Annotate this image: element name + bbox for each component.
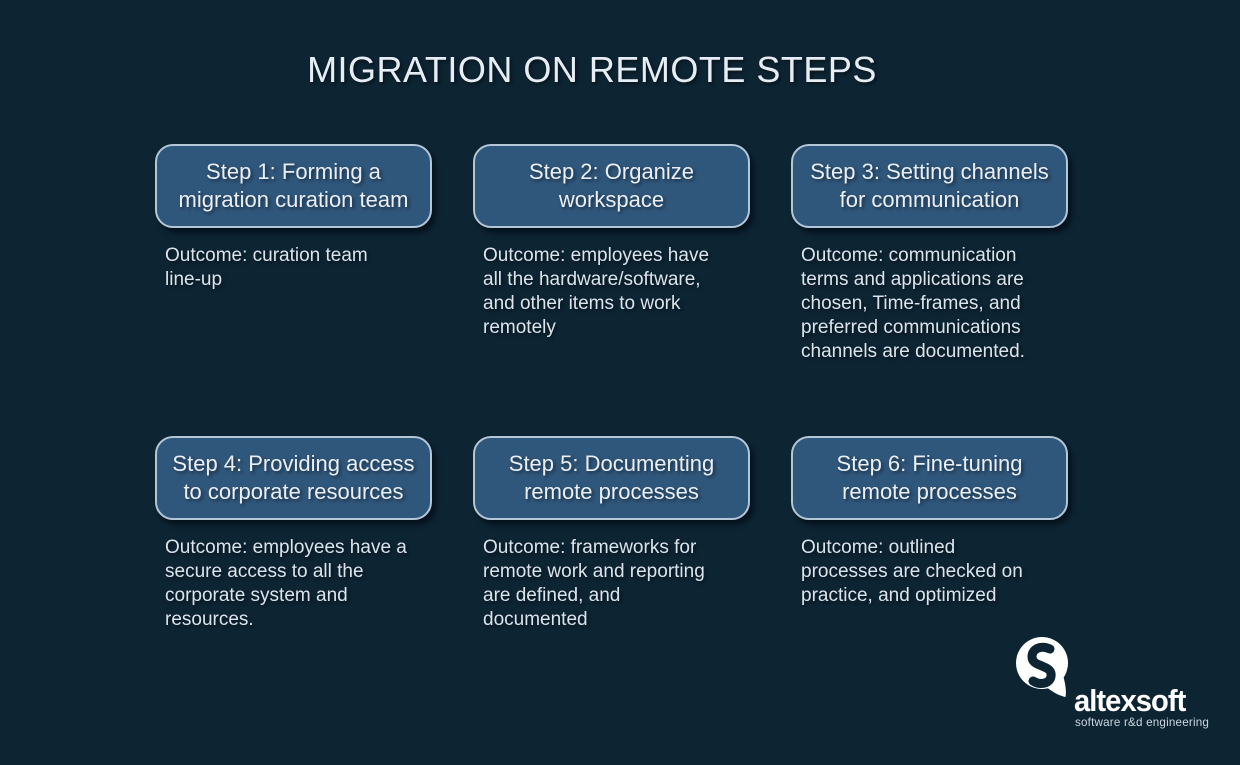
altexsoft-tagline: software r&d engineering [1075,715,1210,729]
step-4-outcome: Outcome: employees have a secure access … [165,537,407,630]
step-card-6: Step 6: Fine-tuning remote processes Out… [791,436,1068,608]
step-2-box: Step 2: Organize workspace [473,144,750,228]
step-4-box: Step 4: Providing access to corporate re… [155,436,432,520]
step-card-3: Step 3: Setting channels for communicati… [791,144,1068,364]
step-6-box: Step 6: Fine-tuning remote processes [791,436,1068,520]
step-2-outcome: Outcome: employees have all the hardware… [483,245,710,338]
step-5-title: Step 5: Documenting remote processes [508,451,715,504]
altexsoft-wordmark: altexsoft [1074,683,1186,718]
step-3-outcome: Outcome: communication terms and applica… [801,245,1025,362]
page-title: MIGRATION ON REMOTE STEPS [307,49,877,90]
step-1-outcome: Outcome: curation team line-up [165,245,368,290]
step-card-5: Step 5: Documenting remote processes Out… [473,436,750,632]
step-2-title: Step 2: Organize workspace [528,159,695,212]
step-6-title: Step 6: Fine-tuning remote processes [836,451,1023,504]
step-3-title: Step 3: Setting channels for communicati… [810,159,1049,212]
altexsoft-logo: altexsoft software r&d engineering [1016,636,1216,736]
step-6-outcome: Outcome: outlined processes are checked … [801,537,1023,606]
step-3-box: Step 3: Setting channels for communicati… [791,144,1068,228]
step-4-title: Step 4: Providing access to corporate re… [172,451,415,504]
step-1-box: Step 1: Forming a migration curation tea… [155,144,432,228]
step-card-1: Step 1: Forming a migration curation tea… [155,144,432,292]
step-1-title: Step 1: Forming a migration curation tea… [178,159,409,212]
step-5-outcome: Outcome: frameworks for remote work and … [483,537,705,630]
step-card-2: Step 2: Organize workspace Outcome: empl… [473,144,750,340]
altexsoft-bubble-icon [1016,637,1068,697]
step-5-box: Step 5: Documenting remote processes [473,436,750,520]
step-card-4: Step 4: Providing access to corporate re… [155,436,432,632]
